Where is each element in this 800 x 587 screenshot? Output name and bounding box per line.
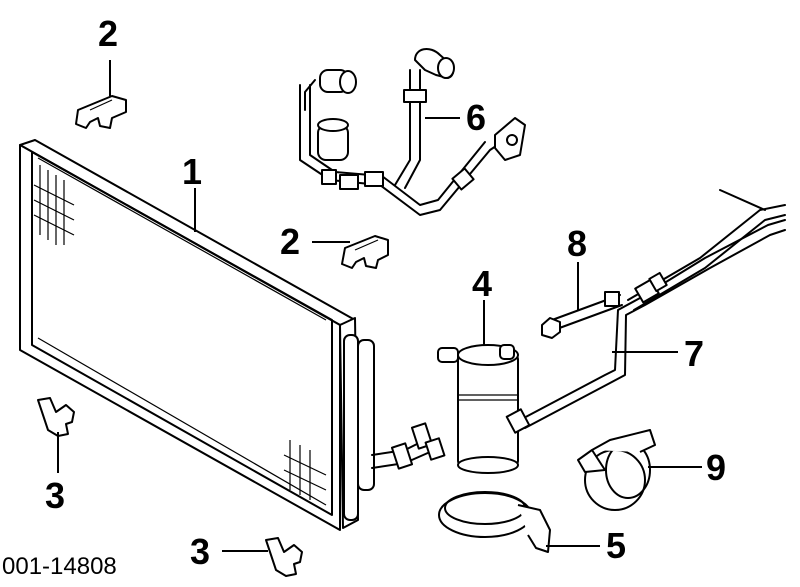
bracket-middle bbox=[341, 235, 389, 269]
callout-2-middle: 2 bbox=[280, 221, 300, 262]
callout-labels: 2 6 1 2 8 4 7 9 3 3 5 bbox=[45, 13, 726, 572]
callout-2-upper: 2 bbox=[98, 13, 118, 54]
clip-left bbox=[37, 397, 75, 437]
clip-bottom bbox=[265, 537, 303, 577]
callout-9: 9 bbox=[706, 447, 726, 488]
condenser-part bbox=[19, 139, 446, 531]
callout-5: 5 bbox=[606, 525, 626, 566]
callout-3-left: 3 bbox=[45, 475, 65, 516]
bolt-part bbox=[541, 291, 623, 339]
callout-6: 6 bbox=[466, 97, 486, 138]
callout-3-bottom: 3 bbox=[190, 531, 210, 572]
condenser-fins bbox=[33, 165, 327, 500]
callout-8: 8 bbox=[567, 223, 587, 264]
callout-4: 4 bbox=[472, 263, 492, 304]
receiver-drier-part bbox=[437, 344, 519, 474]
callout-1: 1 bbox=[182, 151, 202, 192]
liquid-line-part bbox=[505, 189, 786, 434]
diagram-code: 001-14808 bbox=[2, 553, 117, 580]
callout-7: 7 bbox=[684, 333, 704, 374]
bracket-upper bbox=[75, 95, 127, 129]
drier-strap-part bbox=[438, 491, 551, 553]
hose-assembly-part bbox=[299, 48, 526, 216]
muffler-part bbox=[577, 429, 656, 511]
leader-lines bbox=[57, 60, 702, 552]
